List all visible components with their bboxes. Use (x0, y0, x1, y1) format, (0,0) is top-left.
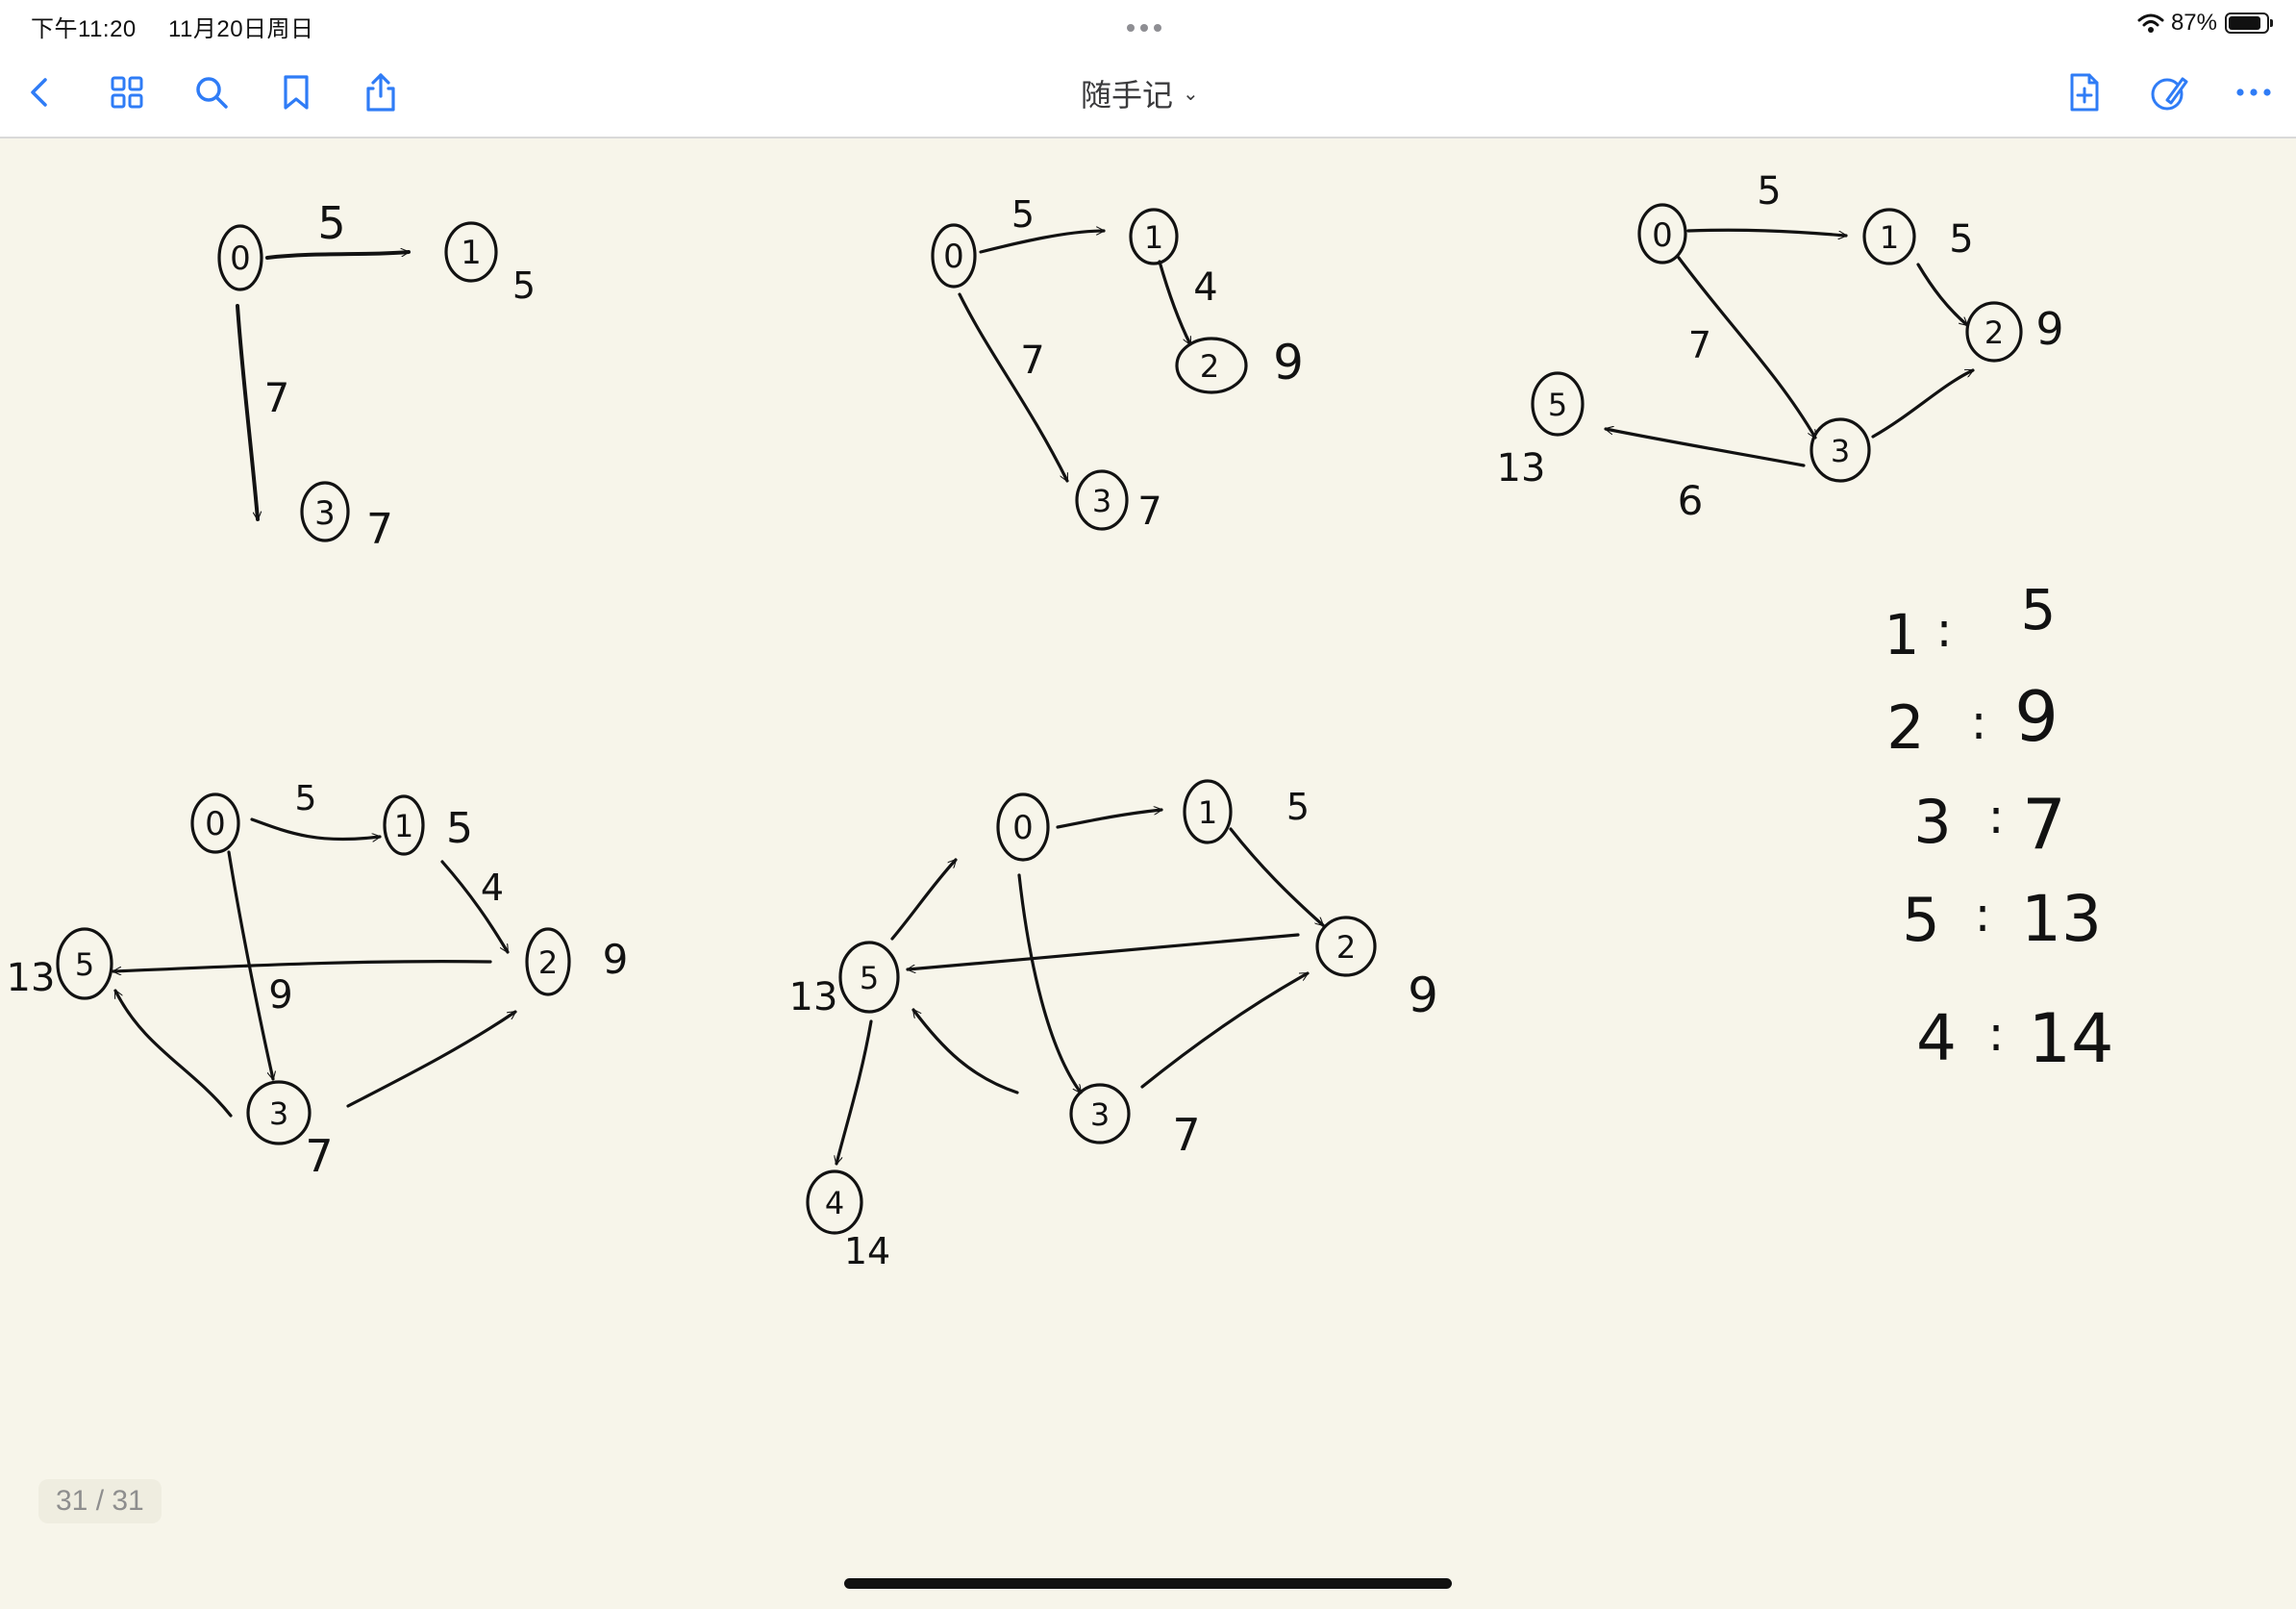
svg-text:1: 1 (1884, 602, 1920, 667)
svg-text:5: 5 (446, 804, 473, 853)
svg-text:1: 1 (1880, 219, 1899, 256)
multitasking-dots-icon[interactable] (1127, 19, 1169, 32)
svg-text:7: 7 (1137, 490, 1161, 534)
home-indicator[interactable] (844, 1578, 1452, 1589)
svg-text:5: 5 (1286, 786, 1310, 828)
svg-text:4: 4 (481, 867, 504, 909)
page-counter: 31 / 31 (38, 1479, 162, 1523)
svg-text:1: 1 (1198, 794, 1217, 831)
note-canvas[interactable]: 0 1 3 5 7 5 7 0 1 2 3 5 4 7 9 7 0 1 2 (0, 138, 2296, 1604)
grid-view-icon[interactable] (102, 67, 152, 117)
svg-text:7: 7 (264, 374, 290, 421)
pen-edit-icon[interactable] (2144, 67, 2194, 117)
svg-text:0: 0 (943, 238, 964, 276)
svg-text:2: 2 (1886, 692, 1924, 763)
svg-text:13: 13 (789, 975, 838, 1019)
svg-text:5: 5 (317, 197, 345, 249)
svg-text:1: 1 (394, 808, 413, 844)
toolbar: 随手记 ⌄ (0, 46, 2296, 138)
svg-text:4: 4 (825, 1185, 844, 1221)
svg-text:9: 9 (1273, 335, 1304, 390)
svg-text::: : (1975, 887, 1991, 943)
svg-text:3: 3 (269, 1095, 288, 1132)
svg-text:9: 9 (1408, 968, 1438, 1023)
svg-text:14: 14 (844, 1230, 890, 1272)
svg-text::: : (1971, 694, 1987, 750)
svg-text:2: 2 (1200, 348, 1219, 385)
bookmark-icon[interactable] (271, 67, 321, 117)
svg-text:5: 5 (295, 779, 317, 818)
diagram-1: 0 1 3 5 7 5 7 (217, 197, 536, 554)
chevron-down-icon: ⌄ (1183, 83, 1199, 105)
svg-text:1: 1 (461, 234, 482, 272)
svg-text:13: 13 (2021, 882, 2102, 956)
svg-text::: : (1988, 1006, 2005, 1062)
battery-icon (2225, 13, 2273, 34)
svg-text:3: 3 (1831, 433, 1850, 469)
svg-text:5: 5 (2021, 577, 2057, 642)
svg-text:9: 9 (268, 973, 292, 1018)
svg-text::: : (1936, 602, 1953, 658)
status-date: 11月20日周日 (167, 16, 314, 42)
status-time-date: 下午11:20 11月20日周日 (31, 10, 339, 43)
svg-text:5: 5 (1548, 387, 1567, 423)
svg-text:9: 9 (2035, 303, 2063, 355)
results-list: 1 : 5 2 : 9 3 : 7 5 : 13 4 : 14 (1884, 577, 2114, 1078)
battery-percent: 87% (2170, 10, 2217, 36)
svg-text:3: 3 (1913, 787, 1951, 857)
svg-text:13: 13 (7, 956, 56, 1000)
svg-text:14: 14 (2028, 999, 2113, 1078)
svg-text:5: 5 (1011, 193, 1035, 236)
svg-text:4: 4 (1916, 1001, 1957, 1075)
svg-text:3: 3 (1090, 1096, 1110, 1133)
diagram-3: 0 1 2 3 5 5 5 9 7 6 13 (1497, 169, 2064, 524)
diagram-2: 0 1 2 3 5 4 7 9 7 (931, 193, 1304, 534)
svg-text:7: 7 (1020, 339, 1044, 383)
svg-text::: : (1988, 789, 2005, 844)
svg-text:4: 4 (1193, 265, 1217, 310)
svg-text:5: 5 (860, 960, 879, 996)
status-right: 87% (2136, 8, 2273, 38)
svg-text:9: 9 (2014, 676, 2059, 757)
svg-text:2: 2 (1984, 314, 2004, 351)
svg-text:5: 5 (512, 264, 536, 307)
svg-text:3: 3 (314, 494, 336, 533)
svg-text:5: 5 (1757, 169, 1781, 214)
svg-text:7: 7 (1172, 1109, 1200, 1161)
svg-text:1: 1 (1144, 219, 1163, 256)
svg-text:0: 0 (205, 805, 226, 843)
handwritten-content: 0 1 3 5 7 5 7 0 1 2 3 5 4 7 9 7 0 1 2 (7, 169, 2114, 1272)
diagram-4: 0 1 2 3 5 5 5 4 9 9 13 7 (7, 779, 629, 1182)
svg-text:0: 0 (1652, 216, 1673, 255)
svg-text:0: 0 (1012, 809, 1034, 847)
status-bar: 下午11:20 11月20日周日 87% (0, 0, 2296, 46)
search-icon[interactable] (187, 67, 237, 117)
svg-text:7: 7 (305, 1130, 333, 1182)
svg-text:7: 7 (1688, 324, 1711, 366)
svg-text:5: 5 (1949, 217, 1973, 262)
share-icon[interactable] (356, 67, 406, 117)
svg-text:7: 7 (366, 505, 393, 554)
svg-text:5: 5 (1902, 885, 1939, 955)
svg-text:13: 13 (1497, 446, 1546, 490)
more-icon[interactable] (2229, 67, 2279, 117)
svg-text:7: 7 (2022, 784, 2066, 865)
new-page-icon[interactable] (2059, 67, 2109, 117)
svg-text:6: 6 (1678, 477, 1704, 524)
status-time: 下午11:20 (31, 16, 137, 42)
svg-text:9: 9 (603, 936, 629, 983)
svg-text:3: 3 (1092, 483, 1111, 519)
back-chevron-icon[interactable] (15, 67, 65, 117)
document-title: 随手记 (1081, 78, 1174, 113)
wifi-icon (2137, 13, 2164, 33)
svg-text:2: 2 (538, 944, 558, 981)
svg-text:0: 0 (230, 239, 251, 278)
diagram-5: 0 1 2 3 5 4 5 9 7 13 14 (789, 779, 1438, 1272)
document-title-dropdown[interactable]: 随手记 ⌄ (1081, 71, 1199, 115)
svg-text:2: 2 (1336, 929, 1356, 966)
svg-text:5: 5 (75, 946, 94, 983)
